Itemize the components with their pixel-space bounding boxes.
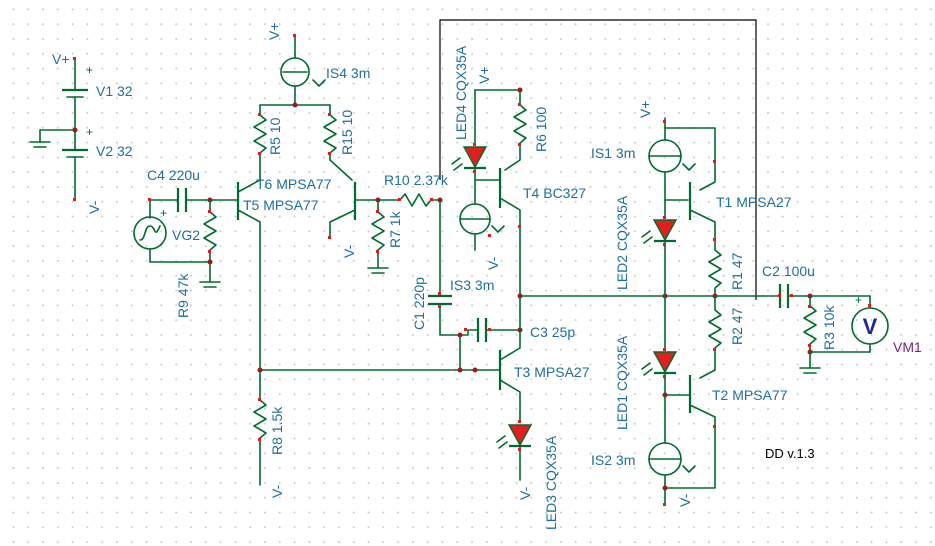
led3-rail-neg: V- <box>517 486 533 500</box>
t3-transistor <box>259 295 521 421</box>
is4-rail-pos: V+ <box>266 22 282 40</box>
led1-label: LED1 CQX35A <box>614 335 630 430</box>
t6-transistor <box>329 182 379 239</box>
is1-current-source <box>648 117 716 201</box>
led2 <box>641 199 678 297</box>
r15-resistor <box>323 104 353 181</box>
r5-resistor <box>253 104 267 181</box>
r1-resistor <box>708 239 722 297</box>
r7-resistor <box>367 197 389 274</box>
vm1-symbol: V <box>863 314 878 339</box>
is3-current-source <box>459 179 505 251</box>
r8-label: R8 1.5k <box>269 406 285 455</box>
v2-rail-neg: V- <box>86 200 102 214</box>
c2-label: C2 100u <box>762 263 815 279</box>
r5-label: R5 10 <box>267 117 283 155</box>
is1-label: IS1 3m <box>591 145 635 161</box>
r15-label: R15 10 <box>339 110 355 155</box>
c1-capacitor <box>428 199 461 336</box>
t2-transistor <box>664 375 716 489</box>
is1-rail-pos: V+ <box>637 100 653 118</box>
r9-label: R9 47k <box>175 273 191 318</box>
t4-label: T4 BC327 <box>523 185 586 201</box>
svg-text:+: + <box>160 206 167 220</box>
t2-label: T2 MPSA77 <box>712 387 788 403</box>
vg2-label: VG2 <box>172 227 200 243</box>
vg2-generator: + <box>133 199 211 263</box>
v1-label: V1 32 <box>96 83 133 99</box>
is2-label: IS2 3m <box>591 452 635 468</box>
is2-current-source <box>648 394 696 506</box>
v1-rail-pos: V+ <box>52 51 70 67</box>
led2-label: LED2 CQX35A <box>614 195 630 290</box>
led1 <box>641 295 691 398</box>
led4 <box>451 89 521 181</box>
t6-label: T6 MPSA77 <box>256 176 332 192</box>
r2-label: R2 47 <box>729 307 745 345</box>
t1-transistor <box>688 182 716 241</box>
r7-label: R7 1k <box>387 210 403 248</box>
vm1-label: VM1 <box>893 339 922 355</box>
led4-label: LED4 CQX35A <box>453 45 469 140</box>
t1-label: T1 MPSA27 <box>716 194 792 210</box>
c2-capacitor <box>714 284 871 308</box>
t5-label: T5 MPSA77 <box>243 197 319 213</box>
t3-label: T3 MPSA27 <box>514 364 590 380</box>
connection-pins <box>73 34 871 506</box>
led3-label: LED3 CQX35A <box>543 435 559 530</box>
is2-rail-neg: V- <box>677 493 693 507</box>
led3 <box>496 424 533 481</box>
r8-resistor <box>253 367 267 486</box>
t4-transistor <box>498 168 521 297</box>
r8-rail-neg: V- <box>269 484 285 498</box>
supply-batteries: ++ <box>29 57 93 201</box>
t6-rail-neg: V- <box>341 244 357 258</box>
r2-resistor <box>699 293 722 379</box>
led4-rail-pos: V+ <box>476 66 492 84</box>
c1-label: C1 220p <box>411 277 427 330</box>
r6-resistor <box>504 87 527 171</box>
c3-label: C3 25p <box>530 324 575 340</box>
is4-current-source <box>259 34 331 108</box>
svg-text:+: + <box>86 63 93 77</box>
svg-text:+: + <box>855 293 862 307</box>
v2-label: V2 32 <box>96 143 133 159</box>
is3-rail-neg: V- <box>485 256 501 270</box>
r9-resistor <box>199 199 221 288</box>
c4-label: C4 220u <box>147 167 200 183</box>
version-label: DD v.1.3 <box>765 446 815 461</box>
feedback-wire <box>439 19 757 300</box>
is4-label: IS4 3m <box>326 65 370 81</box>
r10-label: R10 2.37k <box>384 172 449 188</box>
r3-label: R3 10k <box>821 305 837 350</box>
r1-label: R1 47 <box>729 252 745 290</box>
c3-capacitor <box>459 318 523 342</box>
r3-resistor <box>799 295 871 374</box>
vm1-voltmeter: + <box>851 293 889 353</box>
svg-text:+: + <box>86 125 93 139</box>
is3-label: IS3 3m <box>450 277 494 293</box>
t5-transistor <box>214 179 261 371</box>
r6-label: R6 100 <box>533 107 549 152</box>
